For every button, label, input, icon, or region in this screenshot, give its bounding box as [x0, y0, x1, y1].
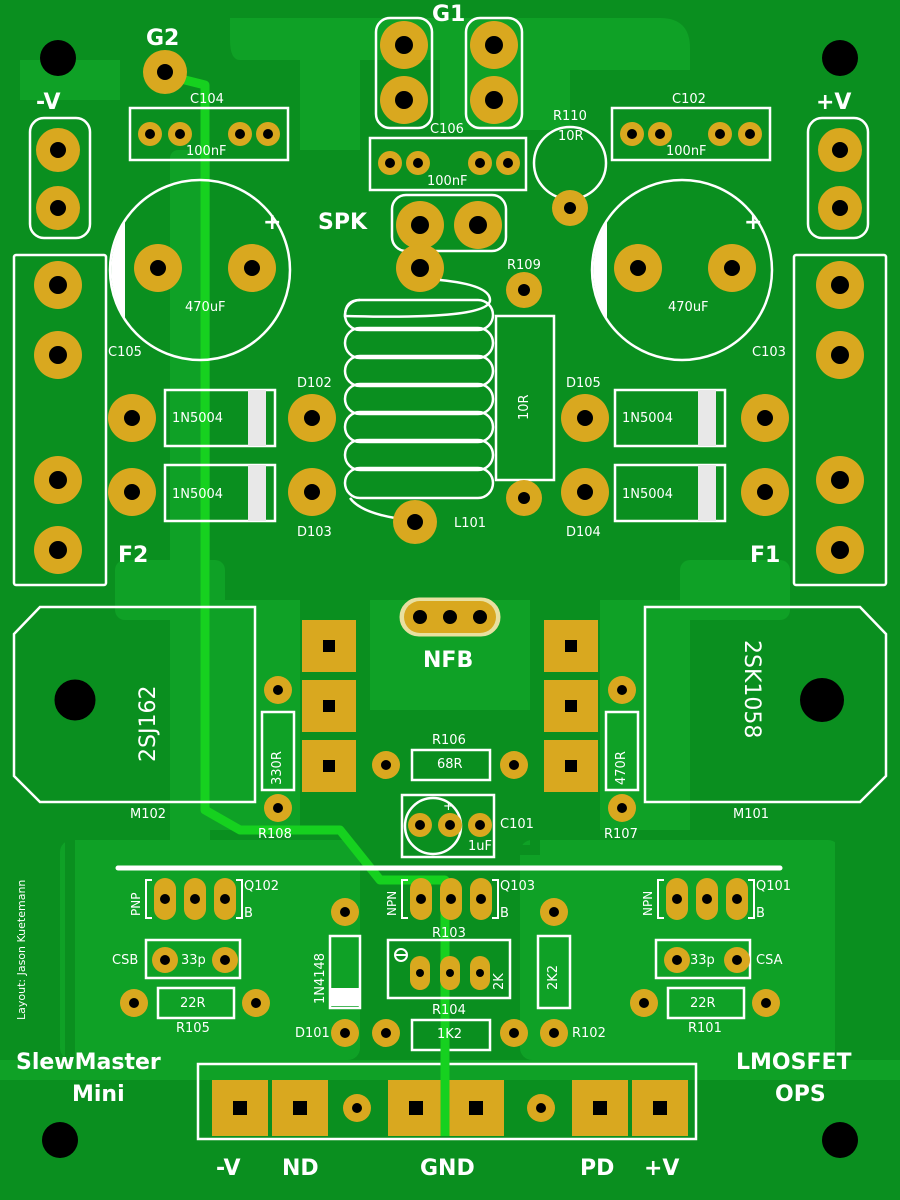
f1-label: F1: [750, 543, 781, 568]
m101-value: 2SK1058: [739, 640, 764, 739]
q101-ref: Q101: [756, 879, 792, 894]
c103-polarity: +: [744, 210, 763, 235]
r108-value: 330R: [270, 751, 285, 785]
r107-value: 470R: [614, 751, 629, 785]
d105-ref: D105: [566, 376, 601, 391]
g2-label: G2: [146, 26, 180, 51]
m102-ref: M102: [130, 807, 167, 822]
r101-value: 22R: [690, 996, 716, 1011]
c103-value: 470uF: [668, 300, 709, 315]
c105-polarity: +: [263, 210, 282, 235]
c102-value: 100nF: [666, 144, 707, 159]
r106-ref: R106: [432, 733, 466, 748]
r107-ref: R107: [604, 827, 638, 842]
r104-ref: R104: [432, 1003, 466, 1018]
l101-ref: L101: [454, 516, 487, 531]
r110-ref: R110: [553, 109, 587, 124]
bottom-pd-label: PD: [580, 1156, 615, 1181]
bottom-plus-v-label: +V: [644, 1156, 680, 1181]
c104-value: 100nF: [186, 144, 227, 159]
q103-type: NPN: [385, 890, 399, 916]
d101-ref: D101: [295, 1026, 330, 1041]
m101-ref: M101: [733, 807, 770, 822]
r103-ref: R103: [432, 926, 466, 941]
board-subtitle-line1: LMOSFET: [736, 1050, 852, 1075]
c106-value: 100nF: [427, 174, 468, 189]
q102-type: PNP: [129, 892, 143, 916]
r104-value: 1K2: [437, 1027, 463, 1042]
f2-label: F2: [118, 543, 149, 568]
plus-v-label: +V: [816, 90, 852, 115]
c101-ref: C101: [500, 817, 534, 832]
csa-ref: CSA: [756, 953, 783, 968]
r101-ref: R101: [688, 1021, 722, 1036]
bottom-gnd-label: GND: [420, 1156, 475, 1181]
q102-pin: B: [244, 906, 253, 921]
layout-credit: Layout: Jason Kuetemann: [15, 879, 28, 1020]
r105-ref: R105: [176, 1021, 210, 1036]
d105-value: 1N5004: [622, 411, 674, 426]
board-title-line1: SlewMaster: [16, 1050, 161, 1075]
r108-ref: R108: [258, 827, 292, 842]
csb-value: 33p: [181, 953, 206, 968]
bottom-minus-v-label: -V: [216, 1156, 241, 1181]
q103-ref: Q103: [500, 879, 536, 894]
r102-value: 2K2: [546, 964, 561, 990]
q101-pin: B: [756, 906, 765, 921]
r109-value: 10R: [517, 394, 532, 420]
c101-polarity: +: [443, 799, 454, 814]
csa-value: 33p: [690, 953, 715, 968]
r110-value: 10R: [558, 129, 584, 144]
r105-value: 22R: [180, 996, 206, 1011]
spk-label: SPK: [318, 210, 368, 235]
q101-type: NPN: [641, 890, 655, 916]
c105-ref: C105: [108, 345, 142, 360]
d104-ref: D104: [566, 525, 601, 540]
r109-ref: R109: [507, 258, 541, 273]
minus-v-label: -V: [36, 90, 61, 115]
q102-ref: Q102: [244, 879, 280, 894]
d102-ref: D102: [297, 376, 332, 391]
r103-value: 2K: [492, 973, 507, 990]
c105-value: 470uF: [185, 300, 226, 315]
d102-value: 1N5004: [172, 411, 224, 426]
m102-value: 2SJ162: [136, 685, 161, 762]
d103-value: 1N5004: [172, 487, 224, 502]
r102-ref: R102: [572, 1026, 606, 1041]
c104-ref: C104: [190, 92, 224, 107]
d104-value: 1N5004: [622, 487, 674, 502]
d103-ref: D103: [297, 525, 332, 540]
bottom-nd-label: ND: [282, 1156, 319, 1181]
c106-ref: C106: [430, 122, 464, 137]
d101-value: 1N4148: [313, 952, 328, 1004]
c103-ref: C103: [752, 345, 786, 360]
r106-value: 68R: [437, 757, 463, 772]
c101-value: 1uF: [468, 839, 492, 854]
csb-ref: CSB: [112, 953, 139, 968]
c102-ref: C102: [672, 92, 706, 107]
q103-pin: B: [500, 906, 509, 921]
board-subtitle-line2: OPS: [775, 1082, 826, 1107]
nfb-label: NFB: [423, 648, 474, 673]
board-title-line2: Mini: [72, 1082, 125, 1107]
g1-label: G1: [432, 2, 466, 27]
